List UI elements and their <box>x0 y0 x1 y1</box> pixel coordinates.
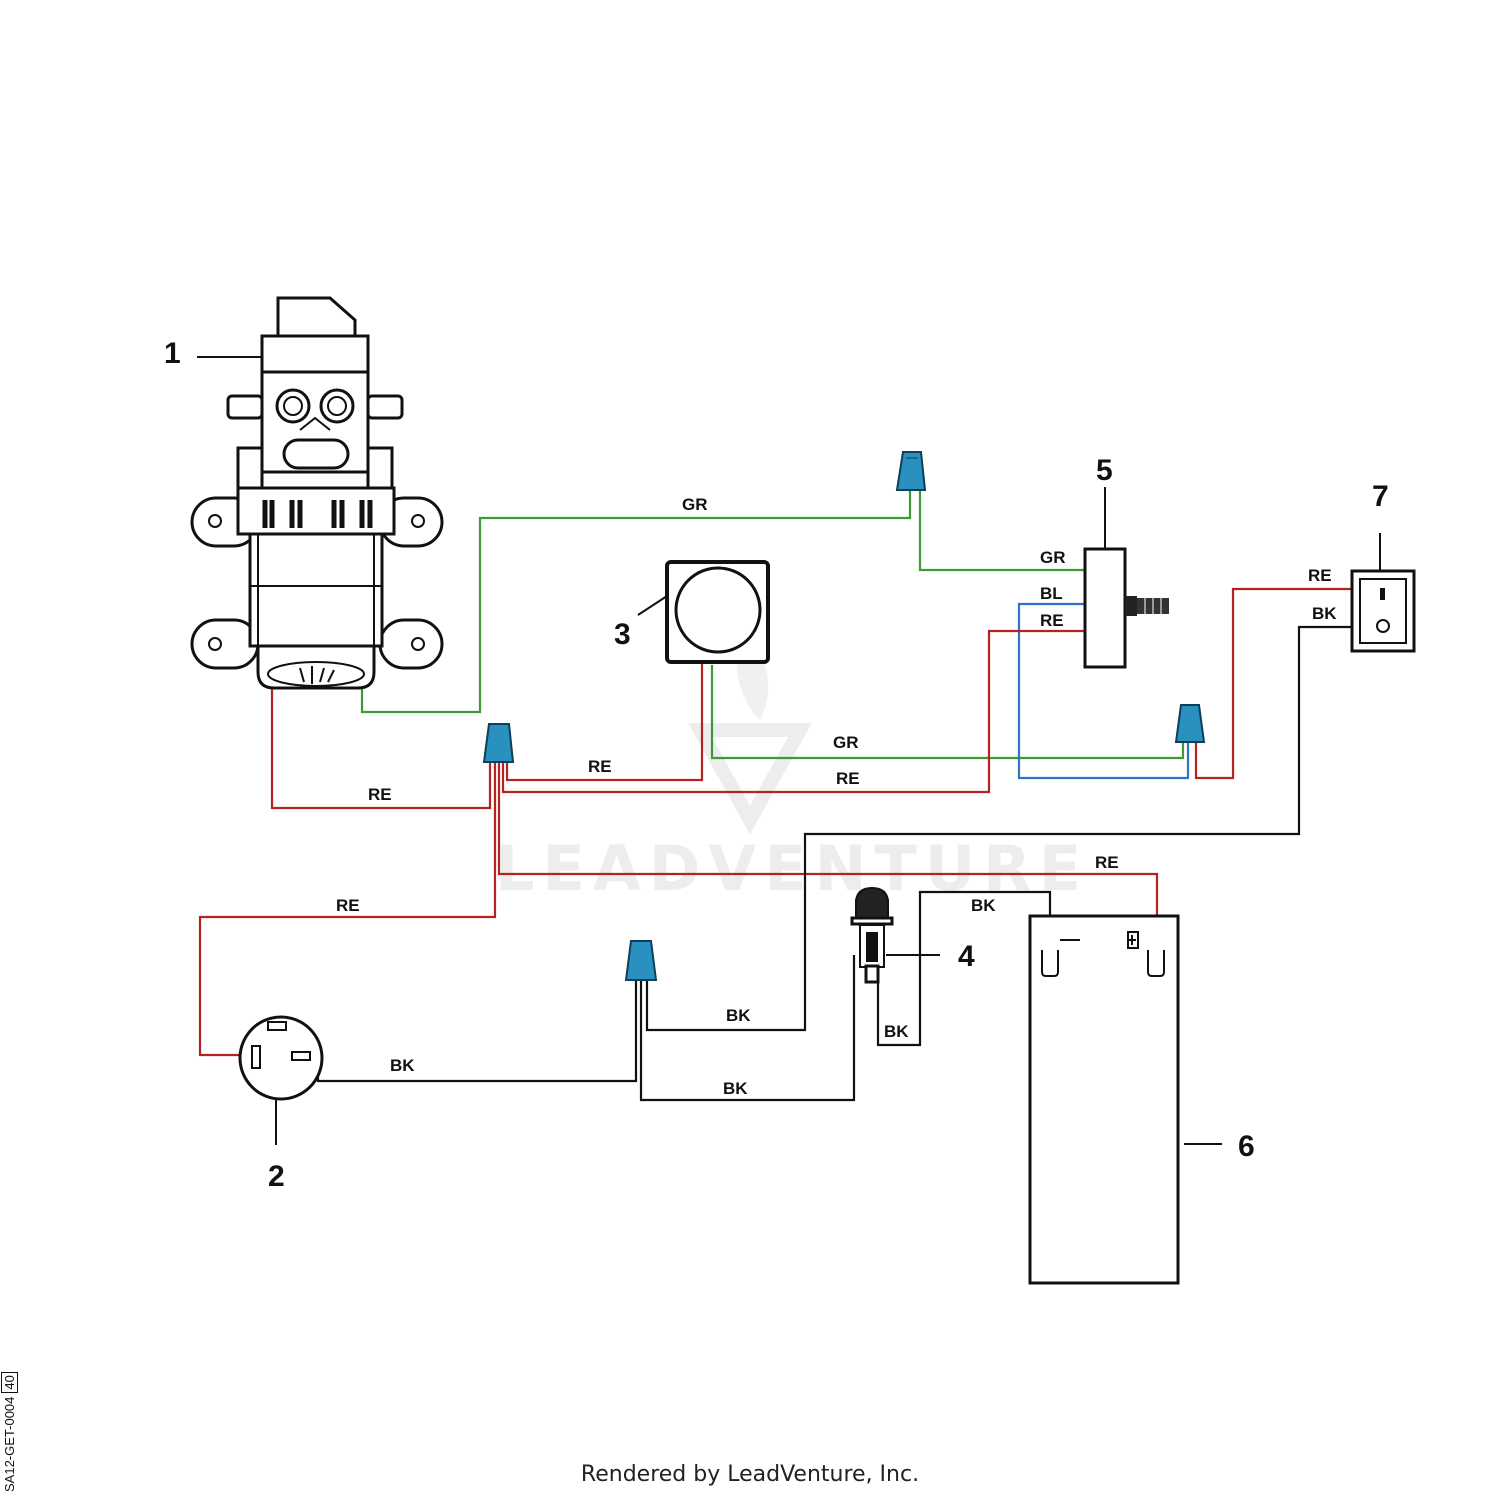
callout-3: 3 <box>614 618 631 651</box>
wire-label: BL <box>1040 584 1063 603</box>
wire-green-pump <box>360 490 912 714</box>
wire-red-pump <box>270 688 492 810</box>
callout-4: 4 <box>958 940 975 973</box>
wire-label: GR <box>682 495 708 514</box>
wire-nut-right <box>1174 704 1206 743</box>
wire-label: GR <box>1040 548 1066 567</box>
wire-red-battery <box>497 762 1159 945</box>
wire-label: RE <box>836 769 860 788</box>
wire-green-switch <box>918 490 1085 572</box>
callout-6: 6 <box>1238 1130 1255 1163</box>
drawing-code-text: SA12-GET-0004 <box>2 1396 17 1492</box>
wire-black-fuse <box>639 955 856 1102</box>
wire-black-plug <box>310 980 638 1083</box>
fuse-holder <box>850 886 894 984</box>
wire-red-light <box>505 662 704 782</box>
wire-label: BK <box>726 1006 751 1025</box>
wire-label: GR <box>833 733 859 752</box>
wire-label: BK <box>884 1022 909 1041</box>
pump <box>190 296 444 690</box>
callout-5: 5 <box>1096 454 1113 487</box>
wire-label: RE <box>336 896 360 915</box>
wire-label: BK <box>723 1079 748 1098</box>
callout-1: 1 <box>164 337 181 370</box>
wire-label: RE <box>1040 611 1064 630</box>
wire-black-outlet <box>645 625 1353 1032</box>
watermark-text: LEADVENTURE <box>495 832 1089 905</box>
plug <box>238 1015 324 1101</box>
battery <box>1028 914 1180 1285</box>
wire-black-battery <box>876 890 1052 1047</box>
callout-leaders <box>197 356 1381 1145</box>
pressure-switch <box>1083 547 1169 669</box>
wire-label: RE <box>1308 566 1332 585</box>
indicator-light <box>665 560 770 664</box>
callout-2: 2 <box>268 1160 285 1193</box>
wire-label: BK <box>1312 604 1337 623</box>
wire-green-mid <box>710 665 1185 760</box>
callout-7: 7 <box>1372 480 1389 513</box>
footer-credit: Rendered by LeadVenture, Inc. <box>580 1462 920 1487</box>
wire-nut-bottom <box>624 940 658 981</box>
wire-label: BK <box>971 896 996 915</box>
drawing-code: SA12-GET-0004 40 <box>1 1372 18 1492</box>
wire-label: BK <box>390 1056 415 1075</box>
wire-red-switch <box>501 629 1085 794</box>
wire-label: RE <box>368 785 392 804</box>
wire-red-plug <box>198 762 497 1057</box>
wire-blue-switch <box>1017 602 1190 780</box>
wire-label: RE <box>1095 853 1119 872</box>
wire-label: RE <box>588 757 612 776</box>
wire-nut-left <box>482 723 515 763</box>
power-outlet <box>1350 569 1416 653</box>
drawing-rev: 40 <box>1 1372 18 1393</box>
wire-nut-top <box>895 451 927 491</box>
wire-red-outlet <box>1194 587 1353 780</box>
